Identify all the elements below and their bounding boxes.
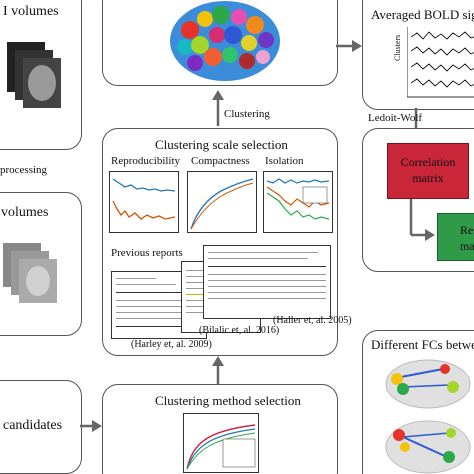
citation-bilalic: (Bilalic et, al. 2016) [199, 325, 279, 336]
left-box-raw-title: I volumes [3, 4, 59, 20]
processing-label: processing [0, 164, 47, 176]
result-label-line1: Res [460, 222, 474, 238]
arrow-correlation-to-result [407, 199, 437, 255]
different-fcs-title: Different FCs betwe [371, 337, 474, 353]
brain-slices-icon [3, 32, 73, 122]
arrow-candidates-to-method [80, 416, 104, 436]
left-box-processed-title: volumes [1, 205, 48, 221]
citation-haller: (Haller et, al. 2005) [273, 315, 352, 326]
clustered-brain-icon [165, 0, 285, 87]
panel-label-reproducibility: Reproducibility [111, 155, 180, 167]
reproducibility-plot [109, 171, 179, 233]
panel-label-isolation: Isolation [265, 155, 304, 167]
left-box-candidates: candidates [0, 380, 82, 474]
bold-timeseries-plot [407, 27, 474, 99]
panel-label-compactness: Compactness [191, 155, 250, 167]
report-doc-haller [203, 245, 331, 319]
method-comparison-plot [183, 413, 259, 473]
brain-network-top [383, 357, 473, 411]
isolation-plot [263, 171, 333, 233]
correlation-label-line1: Correlation [388, 154, 468, 170]
correlation-matrix-box: Correlation matrix [387, 143, 469, 199]
left-box-processed-volumes: volumes [0, 192, 82, 336]
clustering-label: Clustering [224, 108, 270, 120]
arrow-brain-to-bold [336, 36, 364, 56]
compactness-plot [187, 171, 257, 233]
fc-computation-box: Correlation matrix Res ma [362, 128, 474, 272]
correlation-label-line2: matrix [388, 170, 468, 186]
clustered-brain-box [102, 0, 338, 86]
result-label-line2: ma [460, 238, 474, 254]
method-selection-title: Clustering method selection [155, 393, 301, 409]
method-selection-box: Clustering method selection [102, 384, 338, 474]
scale-selection-box: Clustering scale selection Reproducibili… [102, 128, 338, 356]
ledoit-wolf-label: Ledoit-Wolf [368, 112, 422, 124]
result-matrix-box: Res ma [437, 213, 474, 261]
citation-harley: (Harley et, al. 2009) [131, 339, 212, 350]
processed-slices-icon [1, 237, 71, 317]
brain-network-bottom [383, 417, 473, 474]
bold-signal-box: Averaged BOLD sign Clusters [362, 0, 474, 110]
left-box-candidates-title: candidates [3, 418, 62, 434]
bold-signal-title: Averaged BOLD sign [371, 7, 474, 23]
left-box-raw-volumes: I volumes [0, 0, 82, 150]
different-fcs-box: Different FCs betwe [362, 330, 474, 474]
previous-reports-label: Previous reports [111, 247, 183, 259]
scale-selection-title: Clustering scale selection [155, 137, 288, 153]
clusters-axis-label: Clusters [393, 35, 402, 61]
